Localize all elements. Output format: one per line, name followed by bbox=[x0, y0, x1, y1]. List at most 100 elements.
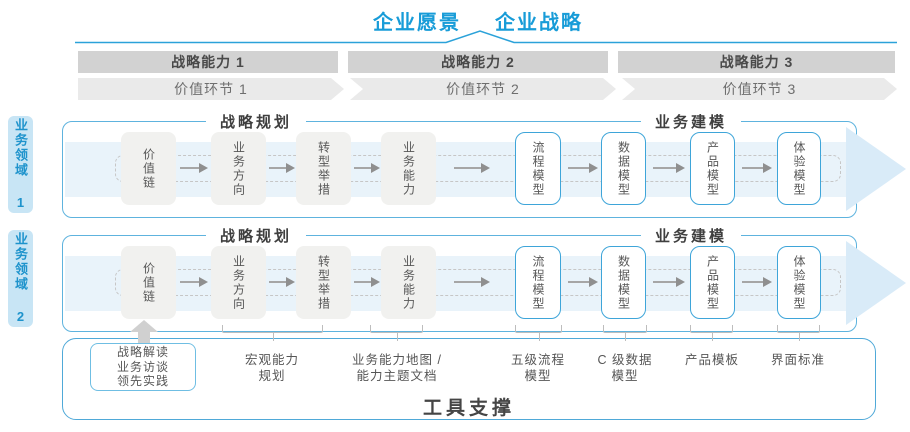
value-link-2: 价值环节 2 bbox=[350, 78, 616, 100]
strategic-capability-2: 战略能力 2 bbox=[348, 51, 608, 73]
box-business-capability: 业务能力 bbox=[381, 246, 436, 319]
arrow-right-icon bbox=[454, 277, 490, 287]
annotation-line: 模型 bbox=[611, 369, 639, 383]
brace-capability-map bbox=[370, 325, 423, 341]
arrow-right-icon bbox=[180, 277, 208, 287]
box-transformation-initiatives: 转型举措 bbox=[296, 246, 351, 319]
vision-title: 企业愿景 bbox=[373, 12, 461, 34]
strategy-title: 企业战略 bbox=[495, 12, 583, 34]
box-experience-model: 体验模型 bbox=[777, 132, 821, 205]
section-header-modeling: 业务建模 bbox=[640, 111, 742, 132]
section-header-planning: 战略规划 bbox=[205, 225, 307, 246]
business-domain-1-tab: 业务领域 1 bbox=[8, 116, 33, 213]
box-business-capability: 业务能力 bbox=[381, 132, 436, 205]
arrow-right-icon bbox=[653, 277, 685, 287]
arrow-right-icon bbox=[354, 163, 380, 173]
box-process-model: 流程模型 bbox=[515, 132, 561, 205]
box-business-direction: 业务方向 bbox=[211, 246, 266, 319]
strategic-capability-3-label: 战略能力 3 bbox=[719, 54, 794, 70]
box-transformation-initiatives-label: 转型举措 bbox=[316, 140, 331, 197]
box-experience-model: 体验模型 bbox=[777, 246, 821, 319]
box-product-model-label: 产品模型 bbox=[705, 140, 720, 197]
arrow-up-shaft bbox=[138, 332, 150, 343]
strategic-capability-1: 战略能力 1 bbox=[78, 51, 338, 73]
annotation-line: 五级流程 bbox=[510, 353, 566, 367]
annotation-line: 产品模板 bbox=[684, 353, 740, 367]
value-link-2-label: 价值环节 2 bbox=[446, 81, 520, 97]
strategic-capability-3: 战略能力 3 bbox=[618, 51, 895, 73]
value-link-1: 价值环节 1 bbox=[78, 78, 344, 100]
pipeline-dashed-track bbox=[115, 269, 841, 296]
practice-line-3: 领先实践 bbox=[116, 374, 169, 389]
strategic-capability-1-label: 战略能力 1 bbox=[171, 54, 245, 70]
domain-1-pipeline-row: 战略规划 业务建模 价值链 业务方向 转型举措 业务能力 流程模型 数据模型 产… bbox=[62, 111, 906, 218]
box-data-model-label: 数据模型 bbox=[616, 254, 631, 311]
practice-line-2: 业务访谈 bbox=[116, 359, 169, 374]
brace-product-template bbox=[690, 325, 733, 341]
box-value-chain: 价值链 bbox=[121, 246, 176, 319]
tool-support-container bbox=[62, 338, 876, 420]
brace-macro-capability bbox=[222, 325, 323, 341]
annotation-line: C 级数据 bbox=[597, 353, 653, 367]
box-process-model-label: 流程模型 bbox=[531, 140, 545, 197]
box-process-model-label: 流程模型 bbox=[531, 254, 545, 311]
business-domain-1-label: 业务领域 1 bbox=[13, 117, 28, 212]
box-experience-model-label: 体验模型 bbox=[792, 140, 806, 197]
pipeline-arrowhead-icon bbox=[846, 241, 906, 325]
box-business-direction-label: 业务方向 bbox=[231, 254, 246, 311]
vision-connector-line bbox=[75, 30, 897, 44]
pipeline-arrowhead-icon bbox=[846, 127, 906, 211]
box-transformation-initiatives-label: 转型举措 bbox=[316, 254, 331, 311]
section-header-modeling: 业务建模 bbox=[640, 225, 742, 246]
annotation-macro-capability: 宏观能力 规划 bbox=[245, 352, 299, 384]
brace-data-model bbox=[603, 325, 647, 341]
business-domain-2-label: 业务领域 2 bbox=[13, 231, 28, 326]
arrow-right-icon bbox=[269, 163, 295, 173]
section-header-planning: 战略规划 bbox=[205, 111, 307, 132]
value-link-1-label: 价值环节 1 bbox=[174, 81, 248, 97]
annotation-capability-map: 业务能力地图 / 能力主题文档 bbox=[352, 352, 442, 384]
arrow-right-icon bbox=[742, 163, 772, 173]
box-data-model-label: 数据模型 bbox=[616, 140, 631, 197]
pipeline-dashed-track bbox=[115, 155, 841, 182]
box-business-capability-label: 业务能力 bbox=[401, 254, 416, 311]
box-business-direction-label: 业务方向 bbox=[231, 140, 246, 197]
arrow-right-icon bbox=[568, 163, 598, 173]
box-value-chain: 价值链 bbox=[121, 132, 176, 205]
box-experience-model-label: 体验模型 bbox=[792, 254, 806, 311]
strategic-capability-2-label: 战略能力 2 bbox=[441, 54, 515, 70]
brace-ui-standard bbox=[777, 325, 820, 341]
arrow-up-head bbox=[130, 320, 158, 332]
annotation-product-template: 产品模板 bbox=[685, 352, 739, 368]
annotation-line: 业务能力地图 / bbox=[352, 353, 442, 367]
box-process-model: 流程模型 bbox=[515, 246, 561, 319]
arrow-right-icon bbox=[454, 163, 490, 173]
annotation-line: 界面标准 bbox=[770, 353, 826, 367]
annotation-line: 模型 bbox=[524, 369, 552, 383]
annotation-line: 宏观能力 bbox=[244, 353, 300, 367]
box-transformation-initiatives: 转型举措 bbox=[296, 132, 351, 205]
arrow-right-icon bbox=[269, 277, 295, 287]
box-data-model: 数据模型 bbox=[601, 246, 646, 319]
annotation-process-model: 五级流程 模型 bbox=[511, 352, 565, 384]
arrow-right-icon bbox=[742, 277, 772, 287]
value-link-3: 价值环节 3 bbox=[622, 78, 897, 100]
annotation-line: 能力主题文档 bbox=[356, 369, 438, 383]
arrow-right-icon bbox=[653, 163, 685, 173]
practice-methods-box: 战略解读 业务访谈 领先实践 bbox=[90, 343, 196, 391]
box-product-model-label: 产品模型 bbox=[705, 254, 720, 311]
box-product-model: 产品模型 bbox=[690, 246, 735, 319]
annotation-ui-standard: 界面标准 bbox=[771, 352, 825, 368]
domain-2-pipeline-row: 战略规划 业务建模 价值链 业务方向 转型举措 业务能力 流程模型 数据模型 产… bbox=[62, 225, 906, 332]
header-titles: 企业愿景 企业战略 bbox=[373, 6, 583, 35]
box-business-direction: 业务方向 bbox=[211, 132, 266, 205]
box-product-model: 产品模型 bbox=[690, 132, 735, 205]
arrow-right-icon bbox=[180, 163, 208, 173]
arrow-right-icon bbox=[354, 277, 380, 287]
arrow-up-icon bbox=[130, 320, 158, 343]
brace-process-model bbox=[515, 325, 562, 341]
annotation-line: 规划 bbox=[258, 369, 286, 383]
business-domain-2-tab: 业务领域 2 bbox=[8, 230, 33, 327]
tool-support-title: 工具支撑 bbox=[422, 398, 515, 419]
